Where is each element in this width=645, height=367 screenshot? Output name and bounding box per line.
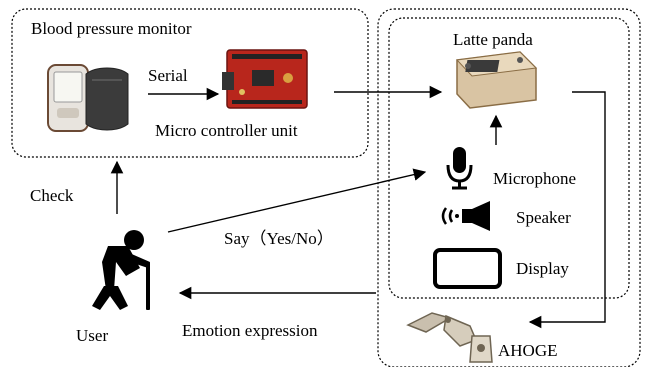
microphone-icon — [446, 147, 473, 190]
blood-pressure-monitor-image — [47, 64, 129, 132]
mcu-board-image — [222, 49, 308, 109]
ahoge-arm-image — [406, 312, 493, 363]
serial-label: Serial — [148, 66, 188, 85]
user-icon — [92, 230, 150, 310]
microphone-label: Microphone — [493, 169, 577, 188]
say-label: Say（Yes/No） — [224, 229, 334, 248]
robot-outer-box — [377, 8, 641, 367]
arrow-user-to-mic — [167, 168, 427, 233]
bp-monitor-title: Blood pressure monitor — [31, 19, 192, 38]
display-icon — [433, 248, 502, 289]
bp-monitor-group-box — [11, 8, 369, 158]
latte-panda-group-box — [388, 17, 630, 299]
latte-panda-image — [455, 51, 538, 109]
latte-panda-label: Latte panda — [453, 30, 533, 49]
display-label: Display — [516, 259, 569, 278]
ahoge-label: AHOGE — [498, 341, 558, 360]
emotion-label: Emotion expression — [182, 321, 318, 340]
user-label: User — [76, 326, 109, 345]
speaker-icon — [441, 201, 490, 231]
mcu-label: Micro controller unit — [155, 121, 298, 140]
speaker-label: Speaker — [516, 208, 571, 227]
check-label: Check — [30, 186, 74, 205]
arrow-latte-to-ahoge — [528, 91, 606, 329]
